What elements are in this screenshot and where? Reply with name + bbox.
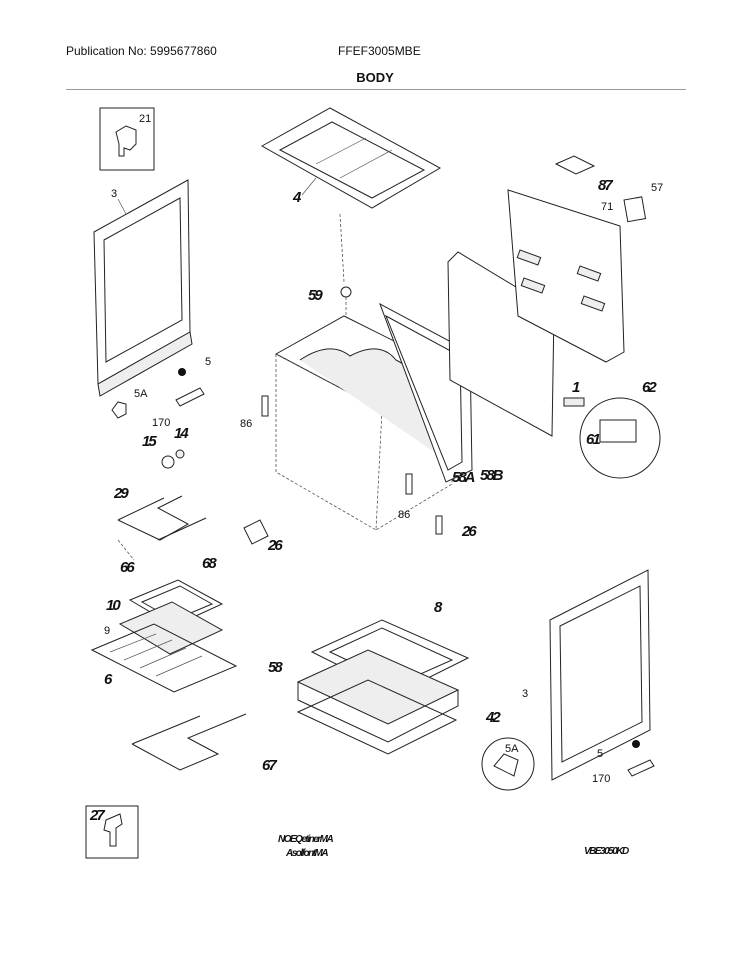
callout-86-right: 86: [398, 509, 410, 521]
bracket-29: 26: [243, 519, 285, 554]
callout-15: 15: [142, 433, 157, 450]
side-panel-right: 3 5A 5 170: [481, 569, 655, 791]
bake-element: 29 66 68: [113, 485, 219, 576]
callout-58b: 58B: [480, 467, 504, 484]
callout-57: 57: [651, 182, 663, 194]
callout-170-left: 170: [152, 417, 170, 429]
note-line-1: NOEQetinerMA: [278, 834, 334, 845]
callout-58a: 58A: [452, 469, 475, 486]
note-line-2: AsolfontMA: [285, 848, 328, 859]
diagram-code: VBE3050KD: [584, 846, 629, 857]
side-panel-left: 3: [93, 179, 193, 397]
section-title: BODY: [356, 70, 394, 85]
callout-86-left: 86: [240, 418, 252, 430]
callout-68-right: 68: [202, 555, 217, 572]
callout-67: 67: [262, 757, 277, 774]
callout-1: 1: [572, 379, 580, 396]
callout-58: 58: [268, 659, 283, 676]
callout-66: 29: [113, 485, 129, 502]
publication-number: Publication No: 5995677860: [66, 44, 217, 58]
callout-26: 26: [461, 523, 477, 540]
callout-8: 8: [434, 599, 443, 616]
callout-14: 14: [174, 425, 189, 442]
callout-4: 4: [292, 189, 302, 206]
broiler-parts: 10 9 6: [90, 579, 238, 693]
callout-3-right: 3: [522, 688, 528, 700]
callout-21: 21: [139, 113, 151, 125]
callout-10: 10: [106, 597, 121, 614]
oven-lamp: 15 14: [142, 425, 191, 469]
header-divider: [66, 89, 686, 90]
foot-parts-left: 5 5A 170: [111, 356, 211, 429]
broil-element: 67: [131, 713, 279, 774]
callout-27: 27: [89, 807, 105, 824]
callout-170-right: 170: [592, 773, 610, 785]
terminal-block-inset: 62 61: [563, 379, 661, 479]
callout-29: 26: [267, 537, 283, 554]
top-panel: 4: [260, 107, 442, 283]
inset-box-21: 21: [99, 107, 155, 171]
back-panels: 71 1 87 57: [447, 155, 663, 437]
callout-5-right: 5: [597, 748, 603, 760]
callout-71: 71: [601, 201, 613, 213]
callout-62: 62: [642, 379, 657, 396]
callout-3-left: 3: [111, 188, 117, 200]
callout-5-left: 5: [205, 356, 211, 368]
callout-59: 59: [308, 287, 323, 304]
oven-bottom-parts: 8 58 42: [268, 599, 503, 755]
callout-61: 61: [586, 431, 600, 448]
callout-87: 87: [598, 177, 613, 194]
callout-68-left: 66: [120, 559, 135, 576]
inset-box-27: 27: [85, 805, 139, 859]
model-number: FFEF3005MBE: [338, 44, 421, 58]
callout-5a-left: 5A: [134, 388, 148, 400]
callout-42: 42: [485, 709, 501, 726]
callout-6: 6: [104, 671, 113, 688]
callout-5a-right: 5A: [505, 743, 519, 755]
callout-9: 9: [104, 625, 110, 637]
